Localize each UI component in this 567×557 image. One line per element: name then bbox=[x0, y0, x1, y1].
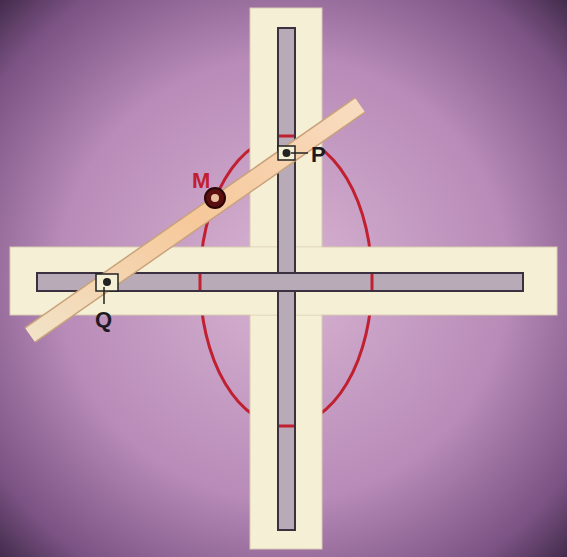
point-label: P bbox=[311, 144, 326, 166]
slider-p bbox=[278, 146, 308, 160]
trammel-rod bbox=[30, 105, 360, 335]
guide-slot bbox=[37, 28, 523, 530]
slider-q bbox=[96, 274, 118, 304]
cross-guide bbox=[10, 8, 557, 549]
ellipse-mark bbox=[200, 136, 372, 426]
point-label: M bbox=[192, 170, 210, 192]
point-label: Q bbox=[95, 309, 112, 331]
